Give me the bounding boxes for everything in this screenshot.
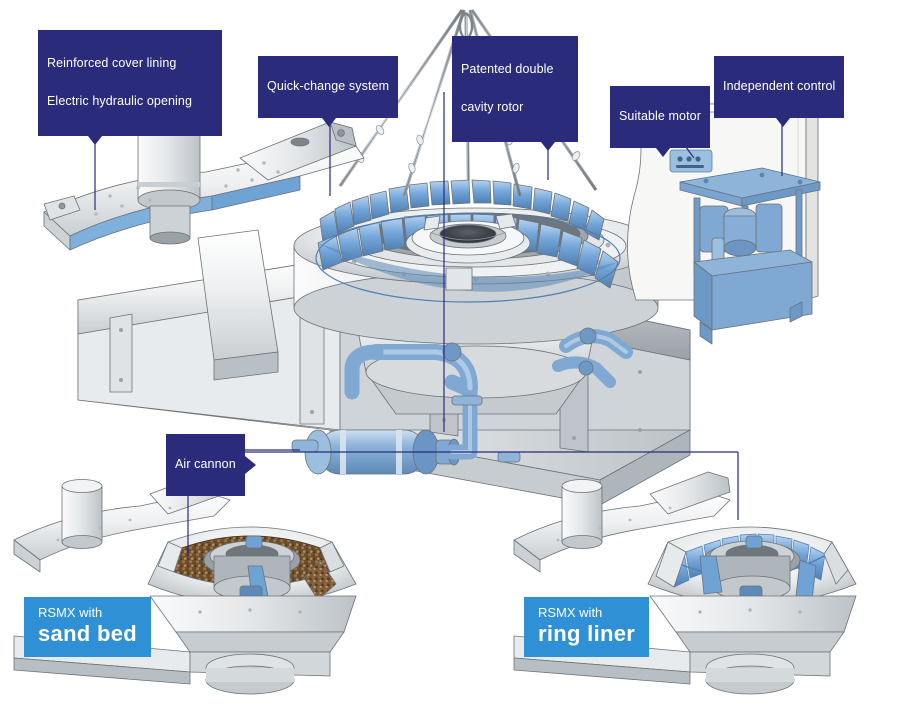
- variant-name: sand bed: [38, 621, 137, 646]
- callout-line-1: Quick-change system: [267, 79, 390, 93]
- variant-prefix: RSMX with: [538, 605, 603, 620]
- callout-air-cannon[interactable]: Air cannon: [166, 434, 256, 496]
- callout-line-1: Suitable motor: [619, 109, 701, 123]
- variant-sand-bed-illustration: [13, 471, 357, 695]
- callout-line-2: Electric hydraulic opening: [47, 94, 193, 108]
- callout-independent-control[interactable]: Independent control: [714, 56, 845, 127]
- callout-line-1: Patented double: [461, 62, 554, 76]
- callout-quick-change-system[interactable]: Quick-change system: [258, 56, 399, 127]
- callout-patented-double-cavity-rotor[interactable]: Patented double cavity rotor: [452, 36, 578, 151]
- callout-reinforced-cover-lining[interactable]: Reinforced cover lining Electric hydraul…: [38, 30, 222, 145]
- variant-ring-liner-illustration: [513, 471, 857, 695]
- double-cavity-rotor: [315, 179, 621, 303]
- variant-label-ring-liner[interactable]: RSMX with ring liner: [524, 597, 650, 657]
- callout-pointer: [776, 118, 790, 127]
- callout-line-1: Reinforced cover lining: [47, 56, 177, 70]
- callout-pointer: [88, 136, 102, 145]
- callout-suitable-motor[interactable]: Suitable motor: [610, 86, 710, 157]
- callout-line-2: cavity rotor: [461, 100, 524, 114]
- callout-line-1: Air cannon: [175, 457, 236, 471]
- callout-pointer: [244, 456, 256, 474]
- variant-label-sand-bed[interactable]: RSMX with sand bed: [24, 597, 151, 657]
- callout-pointer: [656, 148, 670, 157]
- variant-name: ring liner: [538, 621, 636, 646]
- variant-prefix: RSMX with: [38, 605, 103, 620]
- callout-line-1: Independent control: [723, 79, 836, 93]
- motor-and-control-unit: [627, 103, 821, 345]
- callout-pointer: [322, 118, 336, 127]
- callout-pointer: [541, 142, 555, 151]
